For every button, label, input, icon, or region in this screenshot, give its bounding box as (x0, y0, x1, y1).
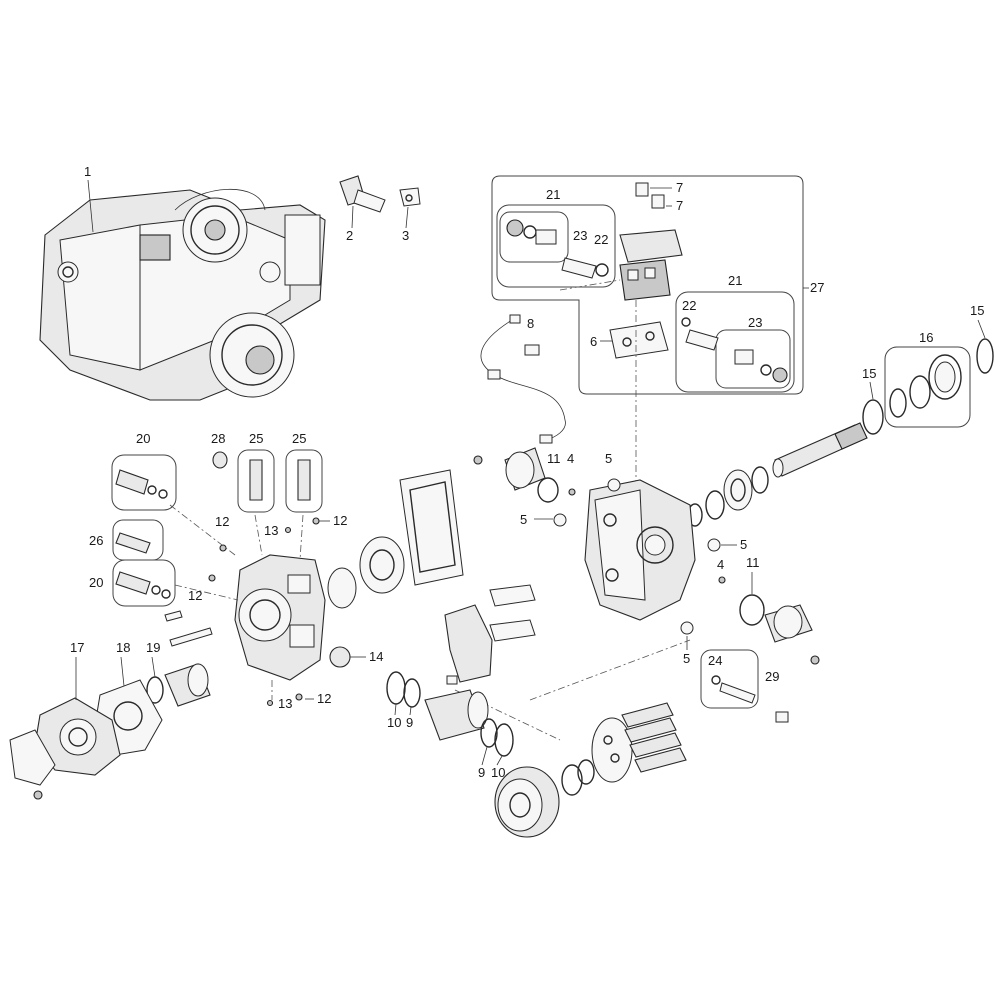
callout-14: 14 (369, 649, 383, 664)
group-21-valve-kit-left[interactable] (496, 204, 616, 288)
callout-18: 18 (116, 640, 130, 655)
callout-11b: 11 (746, 555, 760, 570)
servo-piston[interactable] (424, 689, 489, 741)
callout-19: 19 (146, 640, 160, 655)
callout-6: 6 (590, 334, 597, 349)
callout-7b: 7 (676, 198, 683, 213)
callout-2: 2 (346, 228, 353, 243)
callout-12c: 12 (188, 588, 202, 603)
housing-gasket[interactable] (399, 469, 464, 586)
part-15-retaining-ring[interactable] (862, 338, 994, 435)
callout-4a: 4 (567, 451, 574, 466)
part-2-plug-screw[interactable] (339, 175, 386, 213)
callout-12d: 12 (317, 691, 331, 706)
callout-5b: 5 (520, 512, 527, 527)
callout-25b: 25 (292, 431, 306, 446)
callout-28: 28 (211, 431, 225, 446)
part-28-plug[interactable] (212, 451, 228, 469)
callout-16: 16 (919, 330, 933, 345)
part-8-wiring-harness[interactable] (480, 314, 566, 444)
callout-12a: 12 (215, 514, 229, 529)
group-21-valve-kit-right[interactable] (675, 291, 795, 393)
callout-20b: 20 (89, 575, 103, 590)
part-4-screw[interactable] (568, 488, 726, 584)
part-25-cartridge-right[interactable] (285, 449, 323, 513)
long-bolt[interactable] (164, 610, 213, 647)
part-26-valve[interactable] (112, 519, 164, 561)
part-1-pump-assembly[interactable] (39, 188, 326, 401)
callout-5c: 5 (740, 537, 747, 552)
callout-24: 24 (708, 653, 722, 668)
charge-pump-rotor[interactable] (164, 663, 211, 707)
callout-3: 3 (402, 228, 409, 243)
part-20-valve-kit-lower[interactable] (112, 559, 176, 607)
callout-12b: 12 (333, 513, 347, 528)
callout-23a: 23 (573, 228, 587, 243)
callout-21a: 21 (546, 187, 560, 202)
valve-block[interactable] (619, 229, 683, 301)
shaft-bearing[interactable] (687, 466, 769, 527)
part-17-charge-pump-cover[interactable] (9, 697, 121, 800)
callout-5d: 5 (683, 651, 690, 666)
drive-shaft[interactable] (772, 422, 868, 478)
group-27-frame (491, 175, 804, 395)
callout-9a: 9 (406, 715, 413, 730)
part-6-gasket[interactable] (609, 321, 669, 359)
callout-25a: 25 (249, 431, 263, 446)
part-7-connector[interactable] (635, 182, 665, 209)
callout-13a: 13 (264, 523, 278, 538)
pistons[interactable] (621, 702, 687, 773)
cylinder-block[interactable] (494, 759, 595, 838)
callout-26: 26 (89, 533, 103, 548)
callout-23b: 23 (748, 315, 762, 330)
callout-29: 29 (765, 669, 779, 684)
callout-21b: 21 (728, 273, 742, 288)
part-25-cartridge-left[interactable] (237, 449, 275, 513)
part-3-tag[interactable] (399, 187, 421, 207)
part-16-bearing-kit[interactable] (884, 346, 971, 428)
part-11-control-assembly-lower[interactable] (739, 594, 820, 665)
callout-7a: 7 (676, 180, 683, 195)
group-29-sensor-kit[interactable] (700, 649, 789, 723)
callout-17: 17 (70, 640, 84, 655)
retaining-plate[interactable] (591, 717, 633, 783)
port-plate-bearing[interactable] (327, 536, 405, 609)
part-5-plug[interactable] (553, 478, 721, 635)
end-cap[interactable] (234, 554, 326, 681)
callout-15b: 15 (862, 366, 876, 381)
callout-11a: 11 (547, 451, 561, 466)
part-10-o-ring-lower[interactable] (494, 723, 514, 757)
callout-1: 1 (84, 164, 91, 179)
part-14-plug[interactable] (329, 646, 351, 668)
callout-27: 27 (810, 280, 824, 295)
part-9-o-ring-upper[interactable] (403, 678, 421, 708)
callout-13b: 13 (278, 696, 292, 711)
callout-20a: 20 (136, 431, 150, 446)
callout-5a: 5 (605, 451, 612, 466)
callout-10b: 10 (491, 765, 505, 780)
part-20-valve-kit-upper[interactable] (111, 454, 177, 511)
pump-housing[interactable] (584, 479, 696, 621)
part-9-o-ring-lower[interactable] (480, 718, 498, 748)
callout-4b: 4 (717, 557, 724, 572)
callout-10a: 10 (387, 715, 401, 730)
part-10-o-ring-upper[interactable] (386, 671, 406, 705)
callout-22b: 22 (682, 298, 696, 313)
callout-8: 8 (527, 316, 534, 331)
part-11-control-assembly-upper[interactable] (473, 447, 559, 503)
callout-9b: 9 (478, 765, 485, 780)
callout-22a: 22 (594, 232, 608, 247)
part-13-orifice[interactable] (266, 526, 292, 707)
callout-15a: 15 (970, 303, 984, 318)
swash-plate-assembly[interactable] (444, 584, 536, 685)
